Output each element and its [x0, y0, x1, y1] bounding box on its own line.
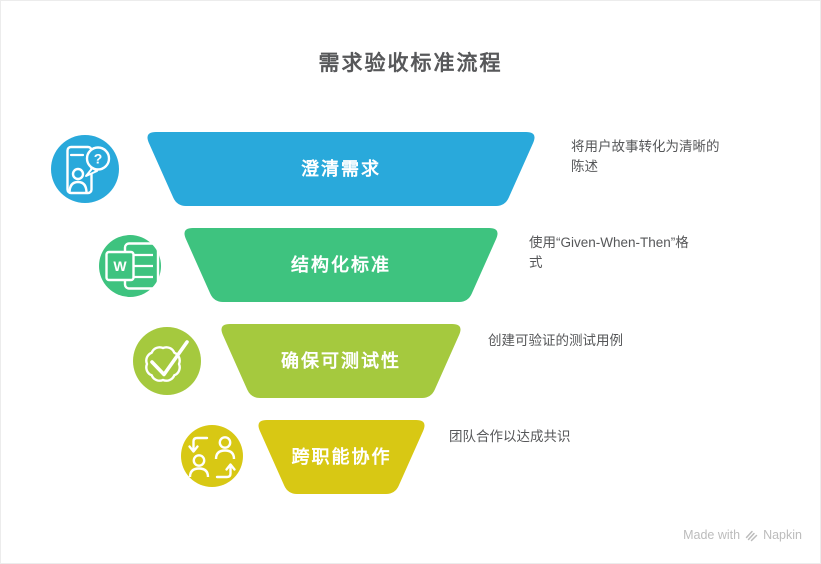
- page-title: 需求验收标准流程: [318, 52, 503, 75]
- step-label-collaboration: 跨职能协作: [291, 447, 392, 467]
- made-with-label: Made with: [683, 528, 741, 542]
- step-label-structure: 结构化标准: [291, 255, 391, 275]
- brand-label: Napkin: [763, 528, 802, 542]
- funnel-band-structure: [184, 228, 498, 302]
- step-description-collaboration: 团队合作以达成共识: [449, 429, 571, 444]
- step-description-testability: 创建可验证的测试用例: [488, 333, 623, 348]
- funnel-band-testability: [221, 324, 461, 398]
- step-label-clarify: 澄清需求: [301, 159, 381, 179]
- verified-badge-icon: [133, 327, 201, 395]
- made-with-napkin: Made with Napkin: [683, 528, 802, 542]
- people-exchange-icon: [181, 425, 243, 487]
- step-description-clarify: 将用户故事转化为清晰的陈述: [571, 139, 720, 174]
- funnel-band-collaboration: [258, 420, 425, 494]
- napkin-logo-icon: [745, 529, 758, 542]
- svg-text:W: W: [113, 258, 127, 274]
- word-document-icon: W: [99, 235, 161, 297]
- step-description-structure: 使用“Given-When-Then”格式: [529, 235, 689, 270]
- svg-text:?: ?: [94, 151, 103, 167]
- step-label-testability: 确保可测试性: [281, 351, 401, 371]
- funnel-band-clarify: [147, 132, 535, 206]
- person-question-icon: ?: [51, 135, 119, 203]
